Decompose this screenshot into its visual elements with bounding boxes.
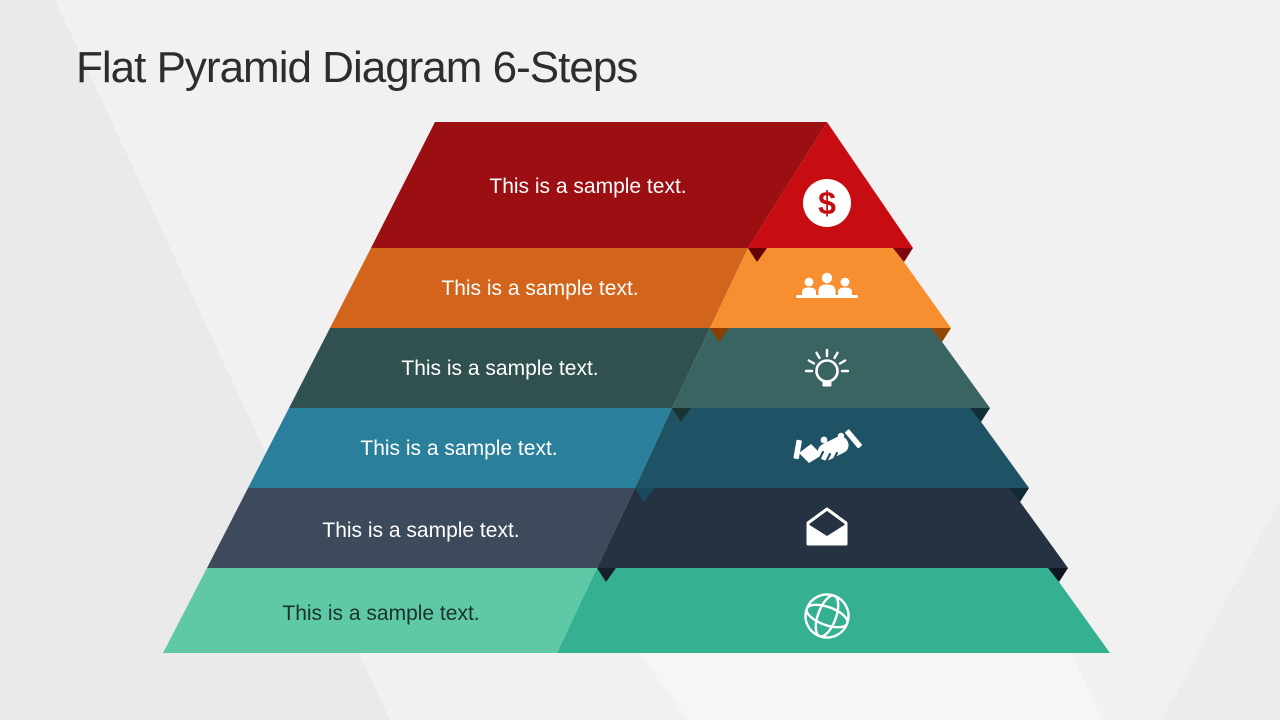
step-6-icon-band	[557, 568, 1110, 653]
step-2-fold-shadow	[710, 328, 729, 342]
step-2-notch-shadow	[931, 328, 951, 342]
step-5-fold-shadow	[597, 568, 616, 582]
step-3-icon-band	[672, 328, 990, 408]
step-3-fold-shadow	[672, 408, 691, 422]
step-1-notch-shadow	[893, 248, 913, 262]
step-4-fold-shadow	[635, 488, 654, 502]
globe-icon	[804, 593, 850, 639]
envelope-icon	[806, 507, 848, 546]
step-1-fold-shadow	[748, 248, 767, 262]
background-shade-corner	[1162, 500, 1280, 720]
handshake-icon	[793, 429, 862, 466]
step-5-text-band	[207, 488, 635, 568]
step-6-label: This is a sample text.	[282, 602, 480, 625]
dollar-icon: $	[803, 179, 851, 227]
pyramid-step-6	[163, 568, 1110, 653]
step-4-text-band	[248, 408, 672, 488]
step-4-notch-shadow	[1009, 488, 1029, 502]
step-3-notch-shadow	[970, 408, 990, 422]
pyramid-step-3	[289, 328, 990, 408]
step-1-text-band	[371, 122, 827, 248]
pyramid-step-5	[207, 488, 1068, 568]
step-4-label: This is a sample text.	[360, 437, 558, 460]
step-3-label: This is a sample text.	[401, 357, 599, 380]
step-2-text-band	[330, 248, 748, 328]
svg-text:$: $	[818, 185, 836, 221]
users-icon	[796, 272, 858, 298]
step-5-label: This is a sample text.	[322, 519, 520, 542]
step-6-text-band	[163, 568, 597, 653]
step-1-label: This is a sample text.	[489, 175, 687, 198]
step-3-text-band	[289, 328, 710, 408]
step-5-notch-shadow	[1048, 568, 1068, 582]
step-5-icon-band	[597, 488, 1068, 568]
step-2-label: This is a sample text.	[441, 277, 639, 300]
pyramid-step-2	[330, 248, 951, 328]
page-title: Flat Pyramid Diagram 6-Steps	[76, 43, 638, 92]
idea-icon	[804, 348, 850, 387]
